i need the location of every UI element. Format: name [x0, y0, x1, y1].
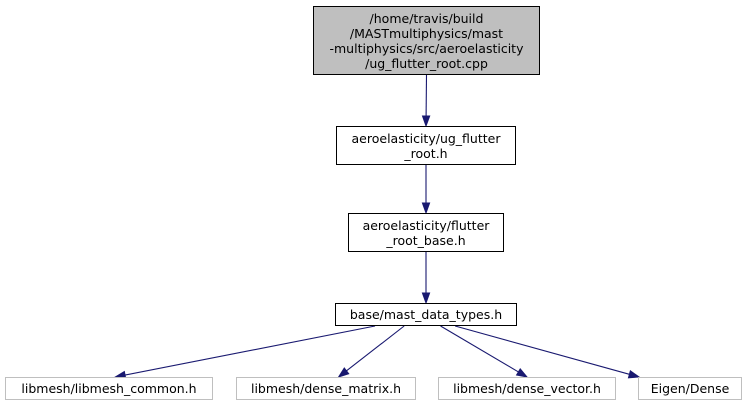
node-eigen-dense: Eigen/Dense: [638, 377, 742, 400]
node-dense-matrix-h: libmesh/dense_matrix.h: [236, 377, 416, 400]
edge-mast_data_types_h-to-eigen_dense: [454, 325, 630, 375]
node-label-line: aeroelasticity/ug_flutter: [351, 130, 501, 146]
node-libmesh-common-h: libmesh/libmesh_common.h: [5, 377, 213, 400]
edge-mast_data_types_h-to-dense_matrix_h: [346, 325, 405, 372]
edge-arrowhead: [421, 202, 431, 215]
node-label-line: libmesh/dense_vector.h: [453, 381, 601, 396]
node-label-line: _root_base.h: [386, 232, 466, 248]
edge-arrowhead: [421, 292, 431, 305]
node-label-line: /ug_flutter_root.cpp: [365, 55, 488, 71]
node-label-line: -multiphysics/src/aeroelasticity: [329, 40, 524, 56]
node-label-line: base/mast_data_types.h: [349, 307, 503, 322]
node-label-line: libmesh/libmesh_common.h: [21, 381, 197, 396]
node-ug-flutter-root-cpp[interactable]: /home/travis/build /MASTmultiphysics/mas…: [313, 6, 540, 75]
edge-mast_data_types_h-to-libmesh_common_h: [124, 325, 376, 376]
node-label-line: libmesh/dense_matrix.h: [250, 381, 402, 396]
edge-mast_data_types_h-to-dense_vector_h: [440, 325, 519, 373]
node-flutter-root-base-h[interactable]: aeroelasticity/flutter _root_base.h: [348, 213, 504, 252]
edge-arrowhead: [421, 115, 431, 128]
node-ug-flutter-root-h[interactable]: aeroelasticity/ug_flutter _root.h: [336, 126, 516, 165]
node-dense-vector-h: libmesh/dense_vector.h: [438, 377, 616, 400]
edge-arrowhead: [337, 367, 350, 378]
node-label-line: aeroelasticity/flutter: [362, 217, 490, 233]
node-label-line: Eigen/Dense: [650, 381, 730, 396]
node-label-line: /MASTmultiphysics/mast: [349, 25, 504, 41]
node-label-line: /home/travis/build: [369, 10, 484, 26]
edge-arrowhead: [515, 367, 529, 378]
node-label-line: _root.h: [404, 145, 448, 161]
node-mast-data-types-h[interactable]: base/mast_data_types.h: [335, 303, 517, 326]
edge-arrowhead: [627, 370, 641, 379]
